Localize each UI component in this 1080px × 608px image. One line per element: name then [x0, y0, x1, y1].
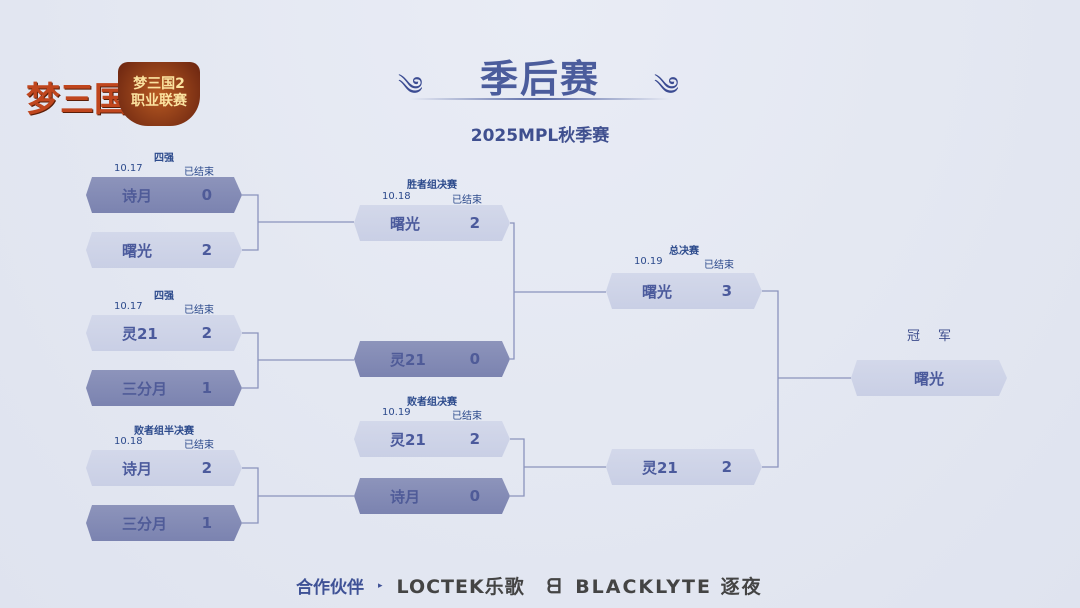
team-score: 0	[469, 350, 480, 368]
team-slot[interactable]: 三分月 1	[86, 370, 242, 406]
match-status: 已结束	[452, 195, 482, 206]
match-label: 败者组决赛	[407, 397, 457, 408]
match-label: 四强	[154, 153, 174, 164]
team-slot[interactable]: 灵21 2	[86, 315, 242, 351]
team-name: 诗月	[122, 459, 153, 478]
page-subtitle: 2025MPL秋季赛	[470, 126, 610, 146]
team-name: 灵21	[122, 324, 158, 343]
match-label: 四强	[154, 291, 174, 302]
match-label: 胜者组决赛	[407, 180, 457, 191]
game-logo: 梦三国	[26, 80, 128, 120]
team-slot[interactable]: 灵21 2	[606, 449, 762, 485]
team-slot[interactable]: 三分月 1	[86, 505, 242, 541]
team-score: 2	[201, 324, 212, 342]
match-label: 败者组半决赛	[134, 426, 194, 437]
team-name: 曙光	[642, 282, 673, 301]
team-name: 灵21	[390, 350, 426, 369]
page-title: 季后赛	[479, 57, 600, 101]
team-score: 2	[469, 430, 480, 448]
champion-name: 曙光	[913, 369, 944, 388]
team-score: 2	[201, 459, 212, 477]
match-label: 总决赛	[669, 246, 699, 257]
match-status: 已结束	[184, 305, 214, 316]
team-name: 诗月	[390, 487, 421, 506]
team-slot[interactable]: 诗月 0	[86, 177, 242, 213]
team-slot[interactable]: 诗月 0	[354, 478, 510, 514]
team-slot[interactable]: 曙光 2	[86, 232, 242, 268]
team-score: 0	[469, 487, 480, 505]
team-slot[interactable]: 灵21 0	[354, 341, 510, 377]
blacklyte-logo-icon: ᗺ	[546, 573, 562, 598]
champion-slot[interactable]: 曙光	[851, 360, 1007, 396]
match-date: 10.17	[114, 163, 143, 174]
team-score: 2	[201, 241, 212, 259]
match-status: 已结束	[184, 167, 214, 178]
match-status: 已结束	[452, 411, 482, 422]
team-name: 灵21	[642, 458, 678, 477]
team-name: 曙光	[122, 241, 153, 260]
team-slot[interactable]: 诗月 2	[86, 450, 242, 486]
match-date: 10.18	[114, 436, 143, 447]
match-status: 已结束	[184, 440, 214, 451]
team-name: 诗月	[122, 186, 153, 205]
team-score: 2	[721, 458, 732, 476]
team-slot[interactable]: 曙光 3	[606, 273, 762, 309]
team-slot[interactable]: 灵21 2	[354, 421, 510, 457]
team-score: 1	[201, 379, 212, 397]
match-status: 已结束	[704, 260, 734, 271]
team-name: 曙光	[390, 214, 421, 233]
sponsor-loctek: LOCTEK乐歌	[396, 576, 525, 598]
match-meta: 10.19 已结束	[354, 407, 510, 422]
sponsor-blacklyte: BLACKLYTE 逐夜	[575, 576, 763, 598]
ornament-right-icon: ༄	[654, 72, 679, 102]
team-name: 灵21	[390, 430, 426, 449]
match-meta: 10.17 已结束	[86, 301, 242, 316]
team-name: 三分月	[122, 379, 168, 398]
match-meta: 10.19 已结束	[606, 256, 762, 271]
match-meta: 10.18 已结束	[354, 191, 510, 206]
partner-label: 合作伙伴	[296, 578, 364, 598]
team-slot[interactable]: 曙光 2	[354, 205, 510, 241]
team-score: 0	[201, 186, 212, 204]
team-score: 2	[469, 214, 480, 232]
ornament-left-icon: ༄	[398, 72, 423, 102]
match-date: 10.17	[114, 301, 143, 312]
match-date: 10.19	[634, 256, 663, 267]
partners-footer: 合作伙伴 ▸ LOCTEK乐歌 ᗺ BLACKLYTE 逐夜	[296, 572, 763, 599]
match-meta: 10.17 已结束	[86, 163, 242, 178]
team-score: 1	[201, 514, 212, 532]
arrow-right-icon: ▸	[378, 580, 383, 591]
team-name: 三分月	[122, 514, 168, 533]
champion-label: 冠军	[906, 329, 969, 344]
title-divider	[410, 98, 670, 100]
team-score: 3	[721, 282, 732, 300]
match-date: 10.18	[382, 191, 411, 202]
match-date: 10.19	[382, 407, 411, 418]
match-meta: 10.18 已结束	[86, 436, 242, 451]
